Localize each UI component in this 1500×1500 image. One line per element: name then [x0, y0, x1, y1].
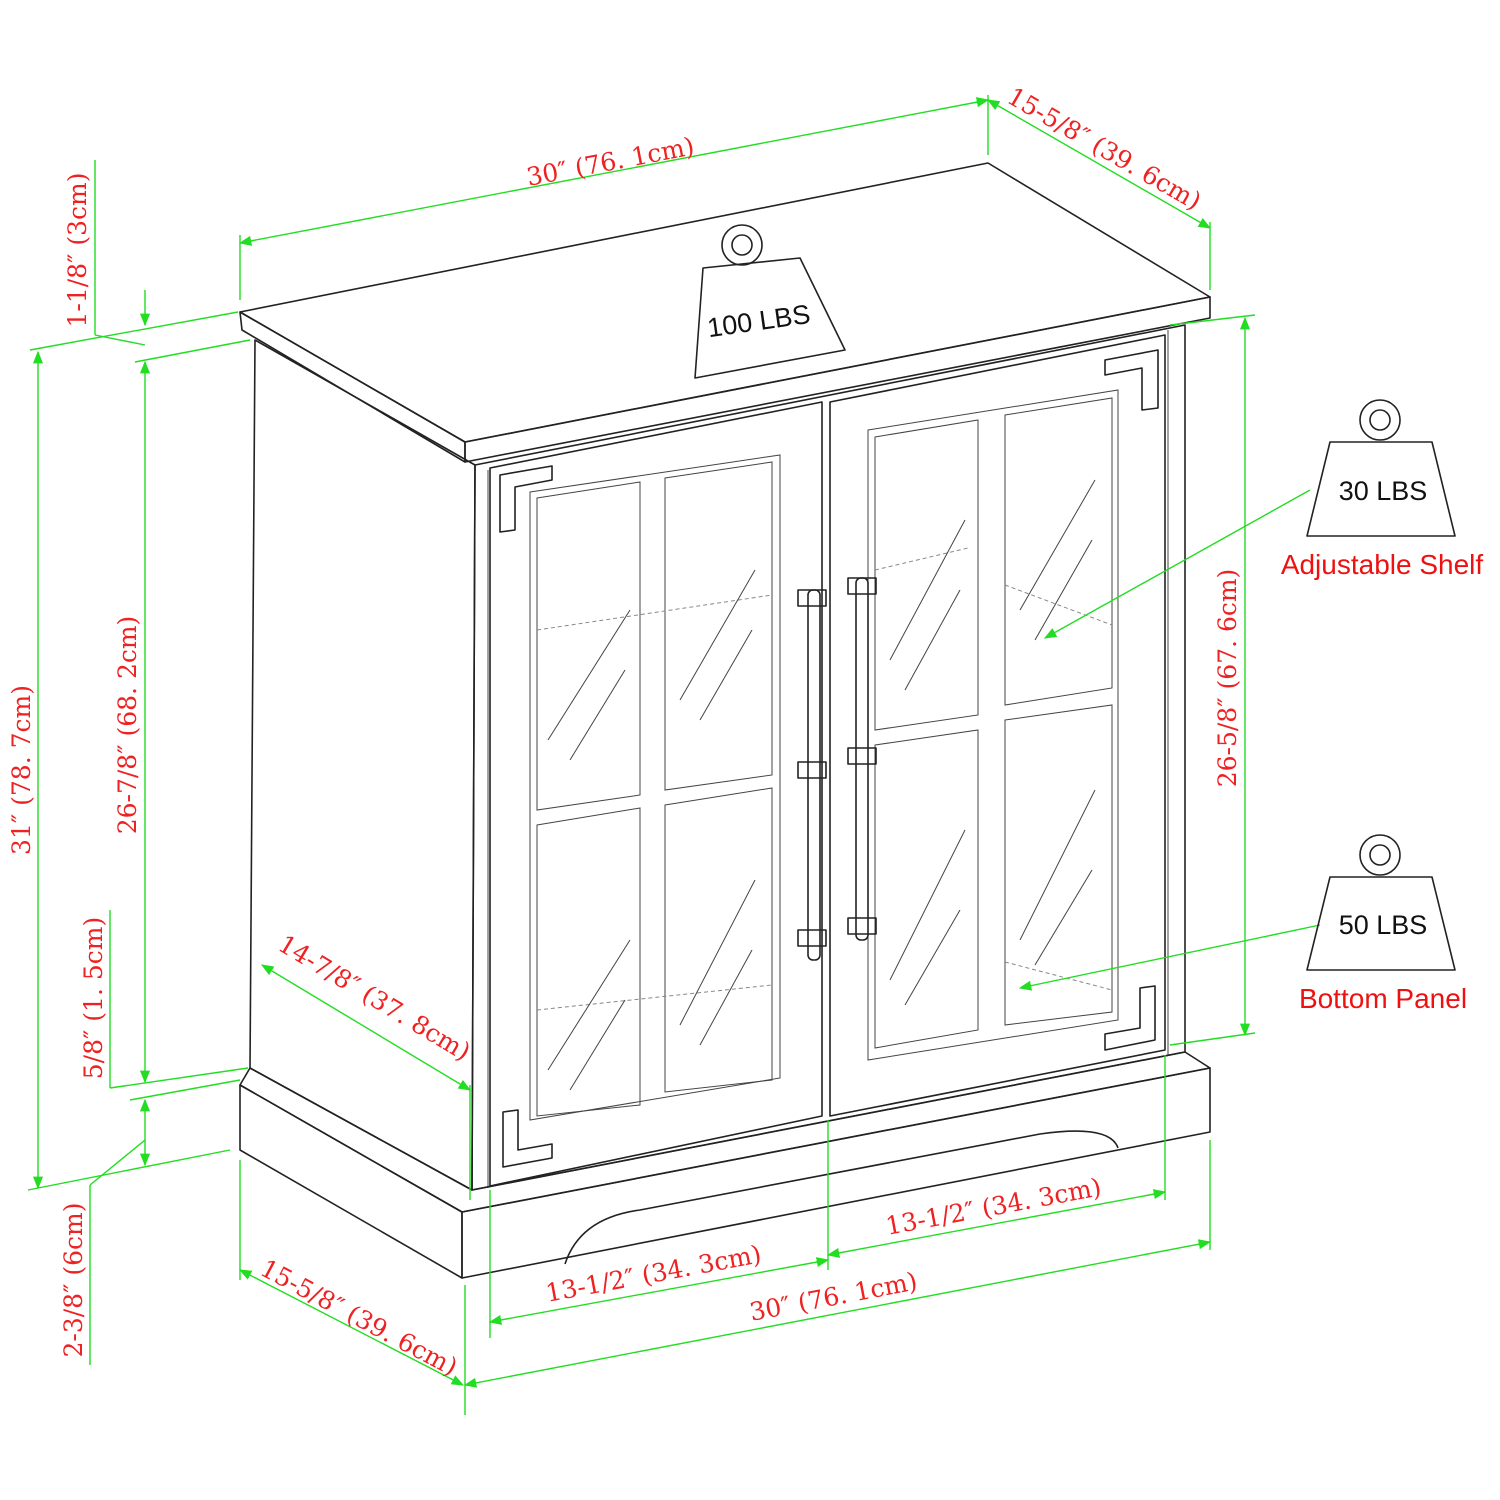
left-door-width-label: 13-1/2″ (34. 3cm)	[543, 1239, 763, 1307]
weight-icon	[1306, 876, 1456, 971]
weight-ring-icon	[1359, 399, 1401, 441]
base	[239, 1084, 463, 1279]
weight-top-value: 100 LBS	[705, 299, 812, 343]
dimension-lines	[27, 95, 1321, 1415]
bottom-depth-label: 15-5/8″ (39. 6cm)	[256, 1253, 463, 1381]
front-body	[471, 324, 1186, 1191]
weight-bottom-value: 50 LBS	[1339, 910, 1428, 940]
top-thickness-label: 1-1/8″ (3cm)	[63, 173, 92, 328]
top-depth-label: 15-5/8″ (39. 6cm)	[1002, 81, 1206, 215]
weight-bottom: 50 LBS Bottom Panel	[1299, 834, 1467, 1014]
dimension-labels: 30″ (76. 1cm) 15-5/8″ (39. 6cm) 1-1/8″ (…	[7, 81, 1242, 1381]
right-door-width-label: 13-1/2″ (34. 3cm)	[883, 1172, 1103, 1240]
corner-brackets	[499, 349, 1159, 1168]
weight-shelf: 30 LBS Adjustable Shelf	[1281, 399, 1484, 580]
left-door	[489, 401, 823, 1187]
weight-icon	[1306, 441, 1456, 537]
weight-top: 100 LBS	[694, 224, 846, 379]
weight-shelf-value: 30 LBS	[1339, 476, 1428, 506]
right-door	[829, 334, 1166, 1117]
bottom-width-label: 30″ (76. 1cm)	[747, 1266, 919, 1326]
plinth-gap-label: 5/8″ (1. 5cm)	[79, 917, 108, 1079]
weight-ring-icon	[1359, 834, 1401, 876]
bottom-panel-label: Bottom Panel	[1299, 983, 1467, 1014]
total-height-label: 31″ (78. 7cm)	[7, 685, 36, 855]
door-handles	[797, 577, 877, 961]
base-height-label: 2-3/8″ (6cm)	[59, 1203, 88, 1358]
body-height-label: 26-7/8″ (68. 2cm)	[113, 616, 142, 835]
side-panel	[249, 339, 476, 1191]
weight-ring-icon	[721, 224, 763, 266]
top-width-label: 30″ (76. 1cm)	[524, 131, 696, 191]
weight-icon	[694, 257, 846, 379]
body-depth-label: 14-7/8″ (37. 8cm)	[273, 929, 475, 1066]
top-slab	[239, 162, 1211, 443]
adjustable-shelf-label: Adjustable Shelf	[1281, 549, 1484, 580]
door-height-label: 26-5/8″ (67. 6cm)	[1213, 569, 1242, 788]
